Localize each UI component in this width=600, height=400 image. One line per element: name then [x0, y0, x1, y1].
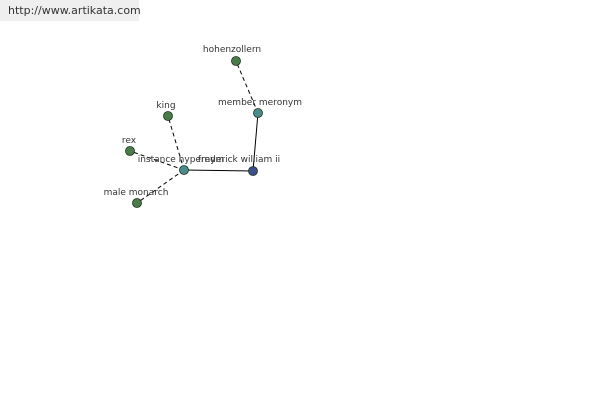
edge-instance-hypernym-king — [167, 115, 185, 171]
node-label-hohenzollern[interactable]: hohenzollern — [203, 45, 261, 55]
node-label-member-meronym[interactable]: member meronym — [218, 98, 302, 108]
nodes-layer — [125, 56, 263, 208]
labels-layer: hohenzollern member meronym king rexinstanc… — [104, 45, 302, 198]
node-instance-hypernym[interactable] — [179, 165, 189, 175]
node-label-king[interactable]: king — [156, 101, 175, 111]
edge-frederick-william-ii-member-meronym — [252, 112, 259, 172]
edge-instance-hypernym-male-monarch — [136, 169, 185, 204]
edge-member-meronym-hohenzollern — [235, 60, 259, 114]
node-rex[interactable] — [125, 146, 135, 156]
node-label-rex[interactable]: rex — [122, 136, 137, 146]
node-frederick-william-ii[interactable] — [248, 166, 258, 176]
node-king[interactable] — [163, 111, 173, 121]
node-label-frederick-william-ii[interactable]: frederick william ii — [198, 155, 280, 165]
node-member-meronym[interactable] — [253, 108, 263, 118]
edges-layer — [129, 60, 259, 204]
node-male-monarch[interactable] — [132, 198, 142, 208]
edge-instance-hypernym-rex — [129, 150, 185, 171]
node-hohenzollern[interactable] — [231, 56, 241, 66]
node-label-instance-hypernym[interactable]: instance hypernym — [138, 155, 225, 165]
edge-frederick-william-ii-instance-hypernym — [183, 169, 254, 172]
node-label-male-monarch[interactable]: male monarch — [104, 188, 169, 198]
watermark-url: http://www.artikata.com — [0, 0, 141, 21]
